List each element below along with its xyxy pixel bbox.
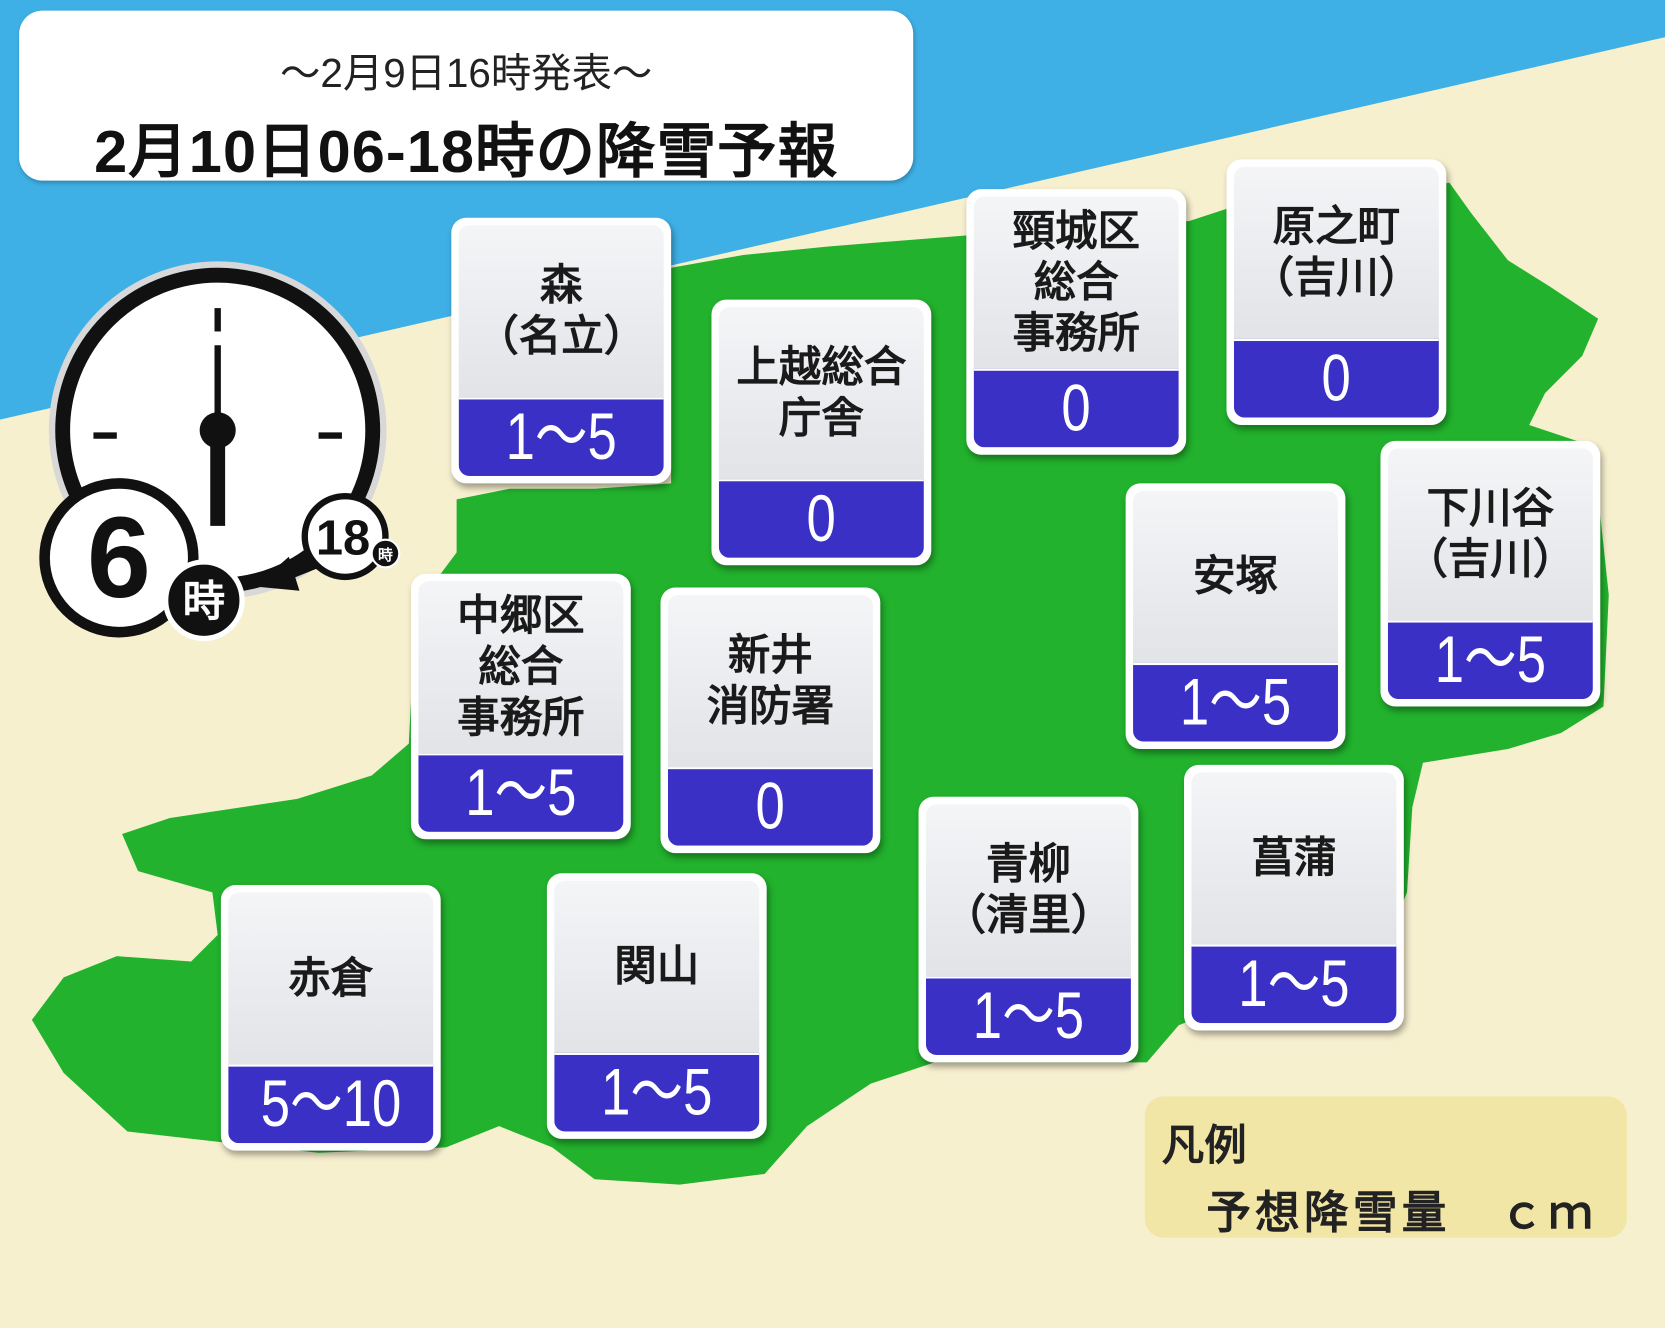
snowfall-value-band: 1〜5 <box>458 397 664 476</box>
station-card-mori: 森 （名立） 1〜5 <box>451 217 672 484</box>
station-name: 上越総合 庁舎 <box>719 307 924 479</box>
station-card-body: 中郷区 総合 事務所 1〜5 <box>418 581 624 832</box>
station-name-line: 中郷区 <box>457 592 585 640</box>
station-card-body: 上越総合 庁舎 0 <box>718 307 924 558</box>
station-name: 新井 消防署 <box>668 595 873 767</box>
station-name: 森 （名立） <box>459 225 664 397</box>
snowfall-value: 1〜5 <box>972 979 1085 1053</box>
station-name-line: （清里） <box>943 892 1114 940</box>
snowfall-value: 5〜10 <box>260 1067 402 1142</box>
legend-title: 凡例 <box>1161 1122 1247 1170</box>
snowfall-value-band: 0 <box>973 368 1179 448</box>
station-card-kubiki-ku-sogo-jimusho: 頸城区 総合 事務所 0 <box>966 189 1187 455</box>
station-name: 関山 <box>554 881 759 1053</box>
station-name-line: 消防署 <box>706 683 835 730</box>
station-name-line: 頸城区 <box>1012 208 1140 255</box>
station-name: 赤倉 <box>228 892 433 1064</box>
station-card-body: 頸城区 総合 事務所 0 <box>973 196 1179 448</box>
station-card-body: 森 （名立） 1〜5 <box>458 225 664 476</box>
station-name-line: 庁舎 <box>778 395 864 442</box>
station-name-line: （吉川） <box>1251 254 1422 302</box>
snowfall-value-band: 0 <box>667 767 873 846</box>
snowfall-value: 1〜5 <box>1238 947 1350 1021</box>
station-name-line: （吉川） <box>1405 536 1576 584</box>
snowfall-value: 1〜5 <box>505 400 617 474</box>
station-card-akakura: 赤倉 5〜10 <box>220 884 441 1151</box>
snowfall-value-band: 1〜5 <box>1191 944 1397 1024</box>
snowfall-value-band: 5〜10 <box>228 1064 434 1144</box>
station-card-shobu: 菖蒲 1〜5 <box>1184 764 1404 1031</box>
station-card-joetsu-sogo-chosha: 上越総合 庁舎 0 <box>711 299 932 566</box>
station-name: 頸城区 総合 事務所 <box>974 197 1179 369</box>
issued-time: 〜2月9日16時発表〜 <box>280 52 653 97</box>
station-card-arai-shobosho: 新井 消防署 0 <box>660 587 881 854</box>
snowfall-value-band: 0 <box>1233 338 1439 418</box>
station-name-line: 青柳 <box>985 841 1071 889</box>
legend-label: 予想降雪量 ｃｍ <box>1206 1187 1598 1238</box>
snowfall-value: 0 <box>755 770 786 844</box>
station-name-line: 森 <box>539 262 583 310</box>
station-name-line: 総合 <box>1033 259 1119 306</box>
station-name: 菖蒲 <box>1191 772 1396 944</box>
station-card-shimokawaya: 下川谷 （吉川） 1〜5 <box>1380 440 1601 707</box>
station-name-line: 赤倉 <box>288 955 374 1002</box>
station-card-nakago-ku-sogo-jimusho: 中郷区 総合 事務所 1〜5 <box>410 573 631 840</box>
station-name-line: 下川谷 <box>1426 485 1555 533</box>
station-name-line: 事務所 <box>457 694 585 742</box>
station-name: 中郷区 総合 事務所 <box>418 581 623 753</box>
snowfall-value: 1〜5 <box>465 756 577 830</box>
station-name-line: 菖蒲 <box>1251 835 1337 882</box>
station-card-aoyagi: 青柳 （清里） 1〜5 <box>918 796 1139 1063</box>
station-name-line: 新井 <box>727 632 813 679</box>
station-card-body: 関山 1〜5 <box>554 880 760 1132</box>
station-name: 原之町 （吉川） <box>1234 167 1439 339</box>
snowfall-value-band: 0 <box>718 479 924 558</box>
station-card-body: 原之町 （吉川） 0 <box>1233 166 1439 418</box>
snowfall-value-band: 1〜5 <box>1133 662 1338 742</box>
snowfall-value: 0 <box>806 482 837 556</box>
station-name: 青柳 （清里） <box>926 804 1131 976</box>
snowfall-value: 0 <box>1061 371 1091 446</box>
forecast-title: 2月10日06-18時の降雪予報 <box>94 117 839 185</box>
station-card-body: 菖蒲 1〜5 <box>1191 772 1397 1024</box>
snowfall-value-band: 1〜5 <box>1387 620 1593 700</box>
station-card-haranomachi: 原之町 （吉川） 0 <box>1226 159 1447 425</box>
snowfall-value: 1〜5 <box>1434 623 1547 697</box>
station-name-line: 総合 <box>478 643 564 691</box>
legend-box: 凡例 予想降雪量 ｃｍ <box>1144 1096 1627 1238</box>
station-card-yasuzuka: 安塚 1〜5 <box>1125 483 1346 749</box>
station-name-line: 関山 <box>614 943 700 991</box>
title-panel: 〜2月9日16時発表〜 2月10日06-18時の降雪予報 <box>19 10 914 185</box>
station-name-line: 上越総合 <box>736 344 907 391</box>
snowfall-value: 1〜5 <box>601 1056 713 1130</box>
station-name-line: （名立） <box>476 313 647 361</box>
snowfall-value: 1〜5 <box>1179 666 1292 740</box>
snowfall-value-band: 1〜5 <box>554 1052 760 1132</box>
station-card-body: 安塚 1〜5 <box>1133 490 1338 742</box>
station-name: 安塚 <box>1133 491 1338 663</box>
station-card-body: 新井 消防署 0 <box>667 594 873 846</box>
snowfall-value-band: 1〜5 <box>925 976 1131 1055</box>
station-name-line: 原之町 <box>1272 203 1401 251</box>
snowfall-value: 0 <box>1321 342 1352 416</box>
station-name-line: 安塚 <box>1193 553 1278 601</box>
station-card-body: 下川谷 （吉川） 1〜5 <box>1387 448 1593 700</box>
snowfall-value-band: 1〜5 <box>418 753 624 832</box>
station-card-sekiyama: 関山 1〜5 <box>546 873 767 1139</box>
station-card-body: 青柳 （清里） 1〜5 <box>925 804 1131 1055</box>
station-card-body: 赤倉 5〜10 <box>228 892 434 1144</box>
station-name: 下川谷 （吉川） <box>1388 448 1593 620</box>
station-name-line: 事務所 <box>1012 310 1140 357</box>
